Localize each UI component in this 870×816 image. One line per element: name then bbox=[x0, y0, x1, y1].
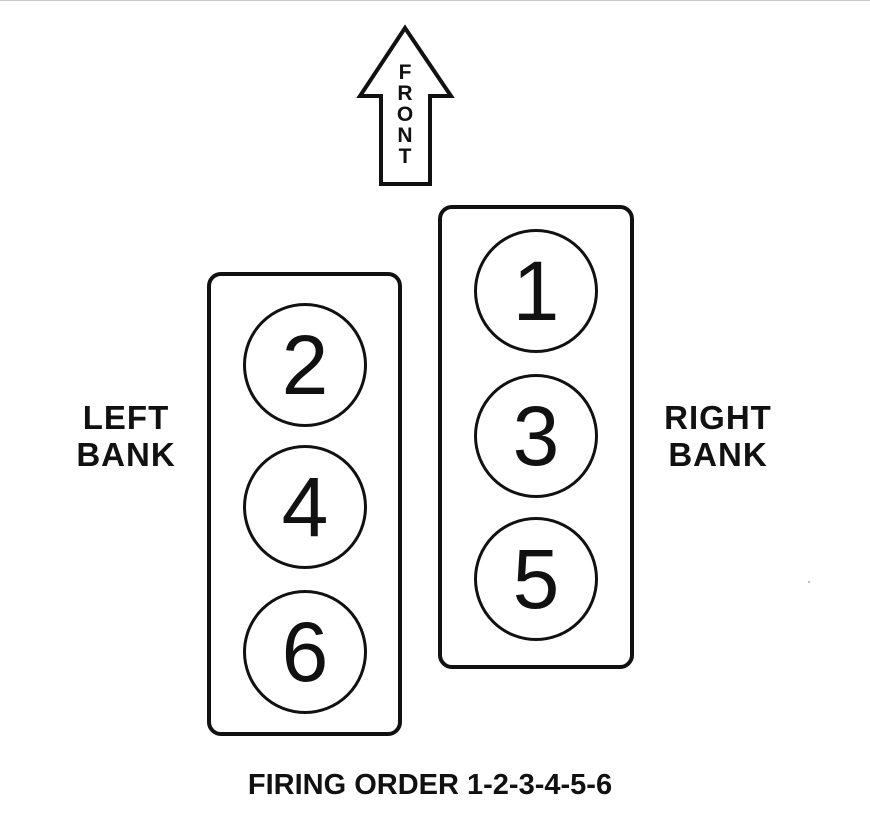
left-bank-label-line2: BANK bbox=[76, 436, 176, 473]
front-letter: F bbox=[398, 61, 412, 84]
right-bank-label-line1: RIGHT bbox=[664, 399, 772, 436]
cylinder-number: 1 bbox=[512, 244, 560, 338]
cylinder-number: 6 bbox=[281, 605, 329, 699]
cylinder-2: 2 bbox=[243, 303, 367, 427]
cylinder-6: 6 bbox=[243, 590, 367, 714]
right-bank-label-line2: BANK bbox=[668, 436, 768, 473]
front-arrow-label: F R O N T bbox=[392, 62, 418, 167]
firing-order-caption: FIRING ORDER 1-2-3-4-5-6 bbox=[247, 769, 613, 801]
left-bank-label: LEFT BANK bbox=[72, 399, 180, 473]
front-letter: N bbox=[397, 124, 413, 147]
cylinder-3: 3 bbox=[474, 374, 598, 498]
left-bank-label-line1: LEFT bbox=[82, 399, 170, 436]
cylinder-number: 4 bbox=[281, 460, 329, 554]
top-border bbox=[0, 0, 870, 1]
cylinder-4: 4 bbox=[243, 445, 367, 569]
cylinder-number: 3 bbox=[512, 389, 560, 483]
front-letter: T bbox=[398, 145, 412, 168]
front-letter: R bbox=[397, 82, 413, 105]
front-letter: O bbox=[396, 103, 414, 126]
right-bank-label: RIGHT BANK bbox=[662, 399, 774, 473]
cylinder-1: 1 bbox=[474, 229, 598, 353]
cylinder-5: 5 bbox=[474, 517, 598, 641]
cylinder-number: 5 bbox=[512, 532, 560, 626]
scan-speck bbox=[808, 581, 810, 583]
cylinder-number: 2 bbox=[281, 318, 329, 412]
